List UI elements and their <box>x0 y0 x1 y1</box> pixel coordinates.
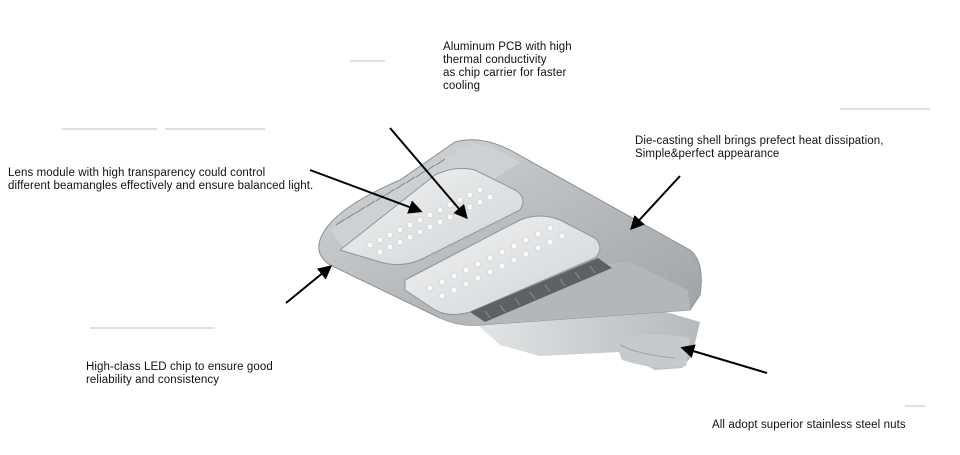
lens-module-upper <box>338 167 524 266</box>
annotation-stainless-nuts: All adopt superior stainless steel nuts <box>712 419 906 431</box>
arrow-pcb <box>389 127 468 220</box>
annotation-aluminum-pcb: Aluminum PCB with high thermal conductiv… <box>443 41 572 92</box>
scan-marks <box>62 60 930 407</box>
annotation-die-casting-shell: Die-casting shell brings prefect heat di… <box>635 135 884 160</box>
arrow-nuts <box>680 344 768 374</box>
callout-arrows <box>285 127 768 374</box>
annotation-lens-module: Lens module with high transparency could… <box>8 167 314 192</box>
arrow-lens <box>309 169 423 214</box>
annotation-led-chip: High-class LED chip to ensure good relia… <box>86 361 273 386</box>
arrow-shell <box>630 175 681 231</box>
arrow-chip <box>285 265 333 304</box>
lens-module-lower <box>404 215 612 322</box>
